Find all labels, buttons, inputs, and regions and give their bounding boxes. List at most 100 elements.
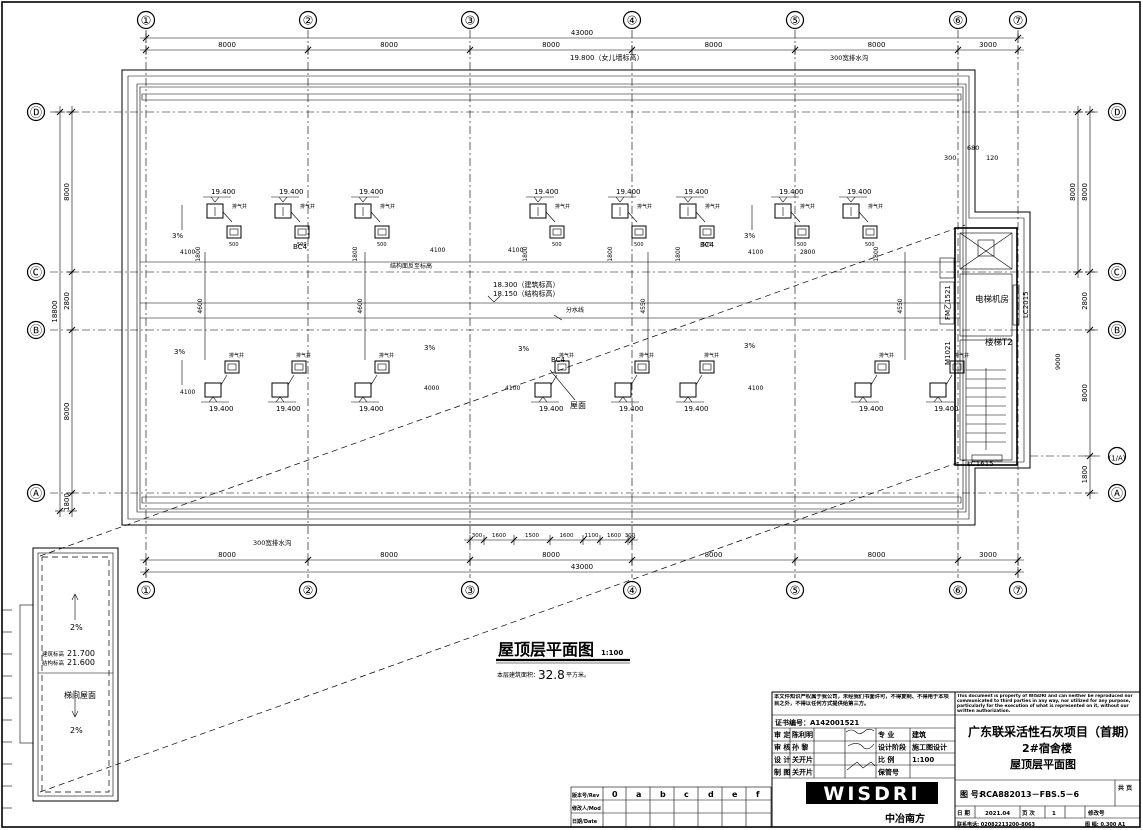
drain-label-bottom: 300宽排水沟 [253, 538, 291, 547]
detail-struct-value: 21.600 [67, 658, 95, 667]
vent-elevation: 19.400 [619, 405, 644, 413]
axis-label: ① [141, 584, 152, 598]
slope-label: 3% [518, 345, 529, 353]
dim-top-total: 43000 [140, 29, 1024, 43]
page-value: 1 [1052, 811, 1056, 817]
drain-dim: 500 [297, 242, 307, 248]
axis-bubble: ⑦ [1008, 10, 1028, 30]
dimension-text: 8000 [1081, 384, 1089, 402]
dimension-text: 300 [625, 533, 636, 539]
revision-label: 修改号 [1087, 809, 1105, 817]
horizontal-axis-lines [50, 111, 1100, 494]
drain-dim: 500 [229, 242, 239, 248]
drain-dim: 500 [552, 242, 562, 248]
revision-column: a [636, 790, 641, 799]
dimension-text: 8000 [542, 41, 560, 49]
vent-label: 排气井 [637, 203, 652, 210]
detail-room-label: 梯间屋面 [64, 690, 96, 700]
elevator-room-label: 电梯机房 [975, 294, 1009, 305]
paper-size: 图 幅: 0.300 A1 [1085, 821, 1126, 828]
revision-column: e [732, 790, 738, 799]
window-lc1615-label: LC1615 [967, 460, 994, 468]
dim-label: 1800 [607, 246, 614, 261]
dimension-text: 8000 [380, 41, 398, 49]
axis-label: ④ [627, 584, 638, 598]
dimension-text: 1600 [607, 533, 621, 539]
vent-elevation: 19.400 [359, 188, 384, 196]
vent-elevation: 19.400 [276, 405, 301, 413]
floor-area-unit: 平方米。 [566, 671, 590, 679]
dim-left-total: 18800 [51, 106, 65, 517]
dimension-text: 8000 [868, 551, 886, 559]
vent-unit: 排气井 19.400 [676, 352, 719, 413]
dimension-text: 1600 [492, 533, 506, 539]
vent-label: 排气井 [705, 203, 720, 210]
axis-bubble: ⑦ [1008, 580, 1028, 600]
vent-label: 排气井 [229, 352, 244, 359]
axis-label: ③ [465, 14, 476, 28]
vent-label: 排气井 [879, 352, 894, 359]
vent-elevation: 19.400 [684, 405, 709, 413]
dim-right-outer: 8000 [1069, 106, 1083, 278]
revision-column: 0 [612, 790, 618, 799]
title-block-cell: 设 计 [774, 755, 790, 764]
slope-label: 3% [744, 232, 755, 240]
vent-label: 排气井 [639, 352, 654, 359]
parapet-outline [121, 69, 1031, 526]
dim-label: 4550 [897, 298, 904, 313]
bc4-label: BC4 [700, 241, 715, 249]
vertical-axis-lines [145, 30, 1019, 578]
drawing-number: RCA882013－FBS.5－6 [980, 790, 1080, 799]
vent-label: 排气井 [296, 352, 311, 359]
drawing-text: 19.800（女儿墙标高） 300宽排水沟 300宽排水沟 18.300（建筑标… [42, 53, 1136, 828]
axis-label: Ⓓ [1111, 106, 1123, 120]
axis-label: ③ [465, 584, 476, 598]
axis-label: Ⓒ [1111, 266, 1123, 280]
drain-dim: 500 [702, 242, 712, 248]
axis-label: ② [303, 14, 314, 28]
slope-label: 3% [424, 344, 435, 352]
project-name: 广东联采活性石灰项目（首期） [968, 724, 1136, 739]
dim-label: 1800 [352, 246, 359, 261]
dimension-text: 2800 [1081, 292, 1089, 310]
axis-bubble: Ⓒ [26, 262, 46, 282]
left-edge-marks [2, 609, 12, 809]
stair-core [939, 227, 1020, 466]
axis-bubble: Ⓓ [1107, 102, 1127, 122]
vent-elevation: 19.400 [847, 188, 872, 196]
vent-elevation: 19.400 [211, 188, 236, 196]
dim-label: 1800 [873, 246, 880, 261]
sheet-drawing-name: 屋顶层平面图 [1010, 758, 1076, 771]
dimension-text: 18800 [51, 300, 59, 322]
axis-label: ⑥ [953, 14, 964, 28]
axis-label: ④ [627, 14, 638, 28]
axis-bubble: Ⓑ [1107, 320, 1127, 340]
title-block-cell: 施工图设计 [912, 743, 947, 752]
floor-area-value: 32.8 [538, 668, 565, 682]
dim-680: 680 [967, 144, 979, 152]
revision-column: f [756, 790, 760, 799]
slope-label: 3% [172, 232, 183, 240]
page-label: 页 次 [1022, 809, 1035, 817]
vent-label: 排气井 [704, 352, 719, 359]
dimension-text: 300 [472, 533, 483, 539]
axis-label: Ⓐ [1111, 487, 1123, 501]
door-m1021-label: M1021 [944, 341, 952, 365]
vent-label: 排气井 [954, 352, 969, 359]
axis-bubble: Ⓑ [26, 320, 46, 340]
roof-vents: 19.400排气井50019.400排气井50019.400排气井50019.4… [172, 188, 969, 413]
detail-slope-top: 2% [70, 623, 83, 632]
dimension-text: 3000 [979, 551, 997, 559]
dimension-text: 43000 [571, 29, 593, 37]
dim-label: 4000 [424, 385, 439, 392]
certificate-number: 证书编号：A142001521 [775, 718, 859, 727]
axis-bubble: ① [136, 580, 156, 600]
vent-elevation: 19.400 [539, 405, 564, 413]
